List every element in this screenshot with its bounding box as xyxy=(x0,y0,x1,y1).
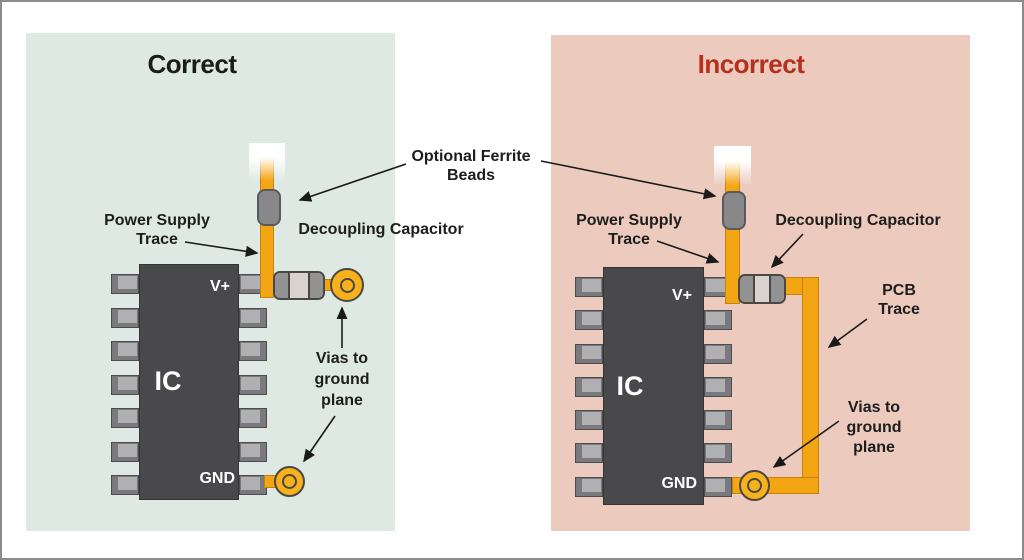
ic-pin xyxy=(575,343,603,364)
ic-pin xyxy=(111,374,139,395)
ic-pin xyxy=(704,476,732,497)
ic-pin xyxy=(575,476,603,497)
ic-pin-face xyxy=(118,343,137,356)
ic-pin xyxy=(704,410,732,431)
ic-label-correct: IC xyxy=(154,366,182,396)
ic-pin-face xyxy=(706,412,725,426)
ic-pin xyxy=(575,277,603,297)
ic-pin xyxy=(111,307,139,328)
ic-pin xyxy=(704,343,732,364)
ic-body-incorrect xyxy=(603,267,704,505)
ic-pin-face xyxy=(241,443,260,457)
ic-pin-face xyxy=(582,445,601,459)
ferrite-bead-correct xyxy=(257,189,281,226)
decoupling-capacitor-correct xyxy=(273,271,325,300)
decoupling-capacitor-label-incorrect: Decoupling Capacitor xyxy=(775,212,941,229)
ic-pin xyxy=(111,475,139,495)
ic-pin-face xyxy=(241,410,260,423)
ic-pin xyxy=(111,408,139,428)
ic-pin-face xyxy=(118,276,137,289)
ic-pin xyxy=(575,443,603,464)
ic-pin xyxy=(239,441,267,462)
ic-pin-face xyxy=(582,378,601,392)
ic-pin-face xyxy=(241,376,260,390)
pcb-trace-label-incorrect: PCB Trace xyxy=(878,282,920,318)
ic-pins-left-correct xyxy=(111,274,139,495)
ic-pin-face xyxy=(241,309,260,323)
via-gnd-incorrect xyxy=(739,470,770,501)
ic-pin-face xyxy=(582,279,601,292)
trace-fade-incorrect xyxy=(714,146,751,186)
ic-pin xyxy=(239,341,267,361)
capacitor-body xyxy=(290,273,308,298)
decoupling-capacitor-label-correct: Decoupling Capacitor xyxy=(298,221,464,238)
capacitor-body xyxy=(755,276,769,302)
vias-label-correct: Vias to ground plane xyxy=(314,350,370,409)
ic-pins-right-correct xyxy=(239,274,267,495)
ic-pin-face xyxy=(582,312,601,326)
capacitor-terminal xyxy=(275,273,290,298)
ic-pins-left-incorrect xyxy=(575,277,603,497)
capacitor-terminal xyxy=(740,276,755,302)
via-ring xyxy=(282,474,297,489)
ic-pin xyxy=(111,441,139,462)
ferrite-bead-incorrect xyxy=(722,191,746,230)
capacitor-terminal xyxy=(769,276,784,302)
ic-pin-face xyxy=(241,276,260,289)
ic-pin xyxy=(239,475,267,495)
via-ring xyxy=(747,478,762,493)
ic-pin-face xyxy=(118,443,137,457)
ic-pin xyxy=(704,310,732,331)
ic-pin xyxy=(575,410,603,431)
ic-pin xyxy=(239,408,267,428)
power-supply-trace-label-incorrect: Power Supply Trace xyxy=(576,212,682,248)
ic-pin-face xyxy=(241,343,260,356)
vplus-label-incorrect: V+ xyxy=(671,287,692,304)
ic-pins-right-incorrect xyxy=(704,277,732,497)
ic-pin xyxy=(575,376,603,397)
ic-pin-face xyxy=(706,345,725,359)
ferrite-beads-label: Optional Ferrite Beads xyxy=(411,148,531,184)
ic-pin xyxy=(704,376,732,397)
ic-pin-face xyxy=(582,412,601,426)
ic-pin-face xyxy=(118,477,137,490)
ic-pin-face xyxy=(706,445,725,459)
ic-pin xyxy=(575,310,603,331)
power-supply-trace-label-correct: Power Supply Trace xyxy=(104,212,210,248)
ic-pin-face xyxy=(706,279,725,292)
incorrect-title: Incorrect xyxy=(697,49,805,79)
ic-pin-face xyxy=(706,312,725,326)
pcb-trace-vertical-incorrect xyxy=(802,277,819,494)
trace-fade-correct xyxy=(249,143,285,181)
vias-label-incorrect: Vias to ground plane xyxy=(846,399,902,456)
vplus-label-correct: V+ xyxy=(209,278,230,295)
ic-label-incorrect: IC xyxy=(616,371,644,401)
ic-pin-face xyxy=(118,309,137,323)
ic-pin-face xyxy=(582,345,601,359)
correct-title: Correct xyxy=(147,49,237,79)
ic-pin-face xyxy=(118,410,137,423)
ic-pin xyxy=(239,307,267,328)
decoupling-capacitor-incorrect xyxy=(738,274,786,304)
ic-pin xyxy=(704,443,732,464)
capacitor-terminal xyxy=(308,273,323,298)
ic-pin-face xyxy=(582,478,601,492)
ic-pin-face xyxy=(241,477,260,490)
gnd-label-correct: GND xyxy=(199,470,235,487)
via-ring xyxy=(339,277,355,293)
ic-body-correct xyxy=(139,264,239,500)
ic-pin xyxy=(239,374,267,395)
ic-pin-face xyxy=(118,376,137,390)
via-vplus-correct xyxy=(330,268,364,302)
gnd-label-incorrect: GND xyxy=(661,475,697,492)
via-gnd-correct xyxy=(274,466,305,497)
ic-pin-face xyxy=(706,378,725,392)
ic-pin xyxy=(111,341,139,361)
ic-pin-face xyxy=(706,478,725,492)
ic-pin xyxy=(111,274,139,294)
